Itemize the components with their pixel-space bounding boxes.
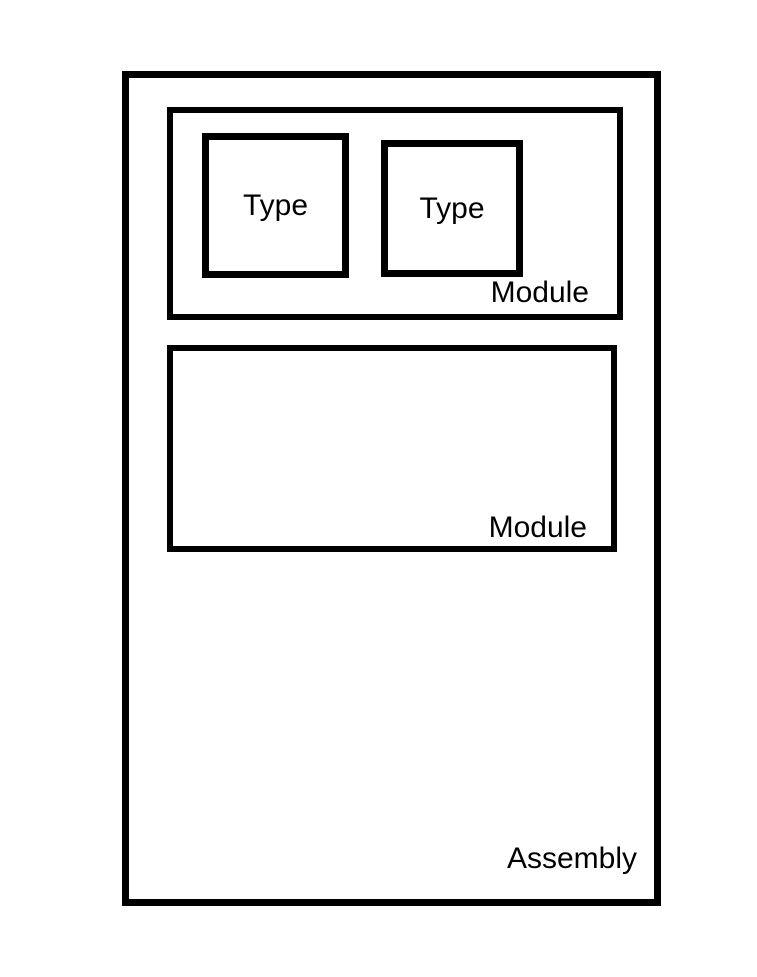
type-box-2: Type: [381, 140, 523, 277]
type-label: Type: [242, 189, 309, 222]
type-box-1: Type: [202, 133, 349, 278]
module-box-2: Module: [167, 345, 617, 552]
module-label: Module: [490, 276, 589, 309]
module-box-1: Type Type Module: [167, 107, 623, 320]
module-label: Module: [488, 511, 587, 544]
type-label: Type: [419, 192, 485, 225]
assembly-label: Assembly: [506, 842, 637, 875]
assembly-box: Type Type Module Module Assembly: [122, 71, 661, 906]
